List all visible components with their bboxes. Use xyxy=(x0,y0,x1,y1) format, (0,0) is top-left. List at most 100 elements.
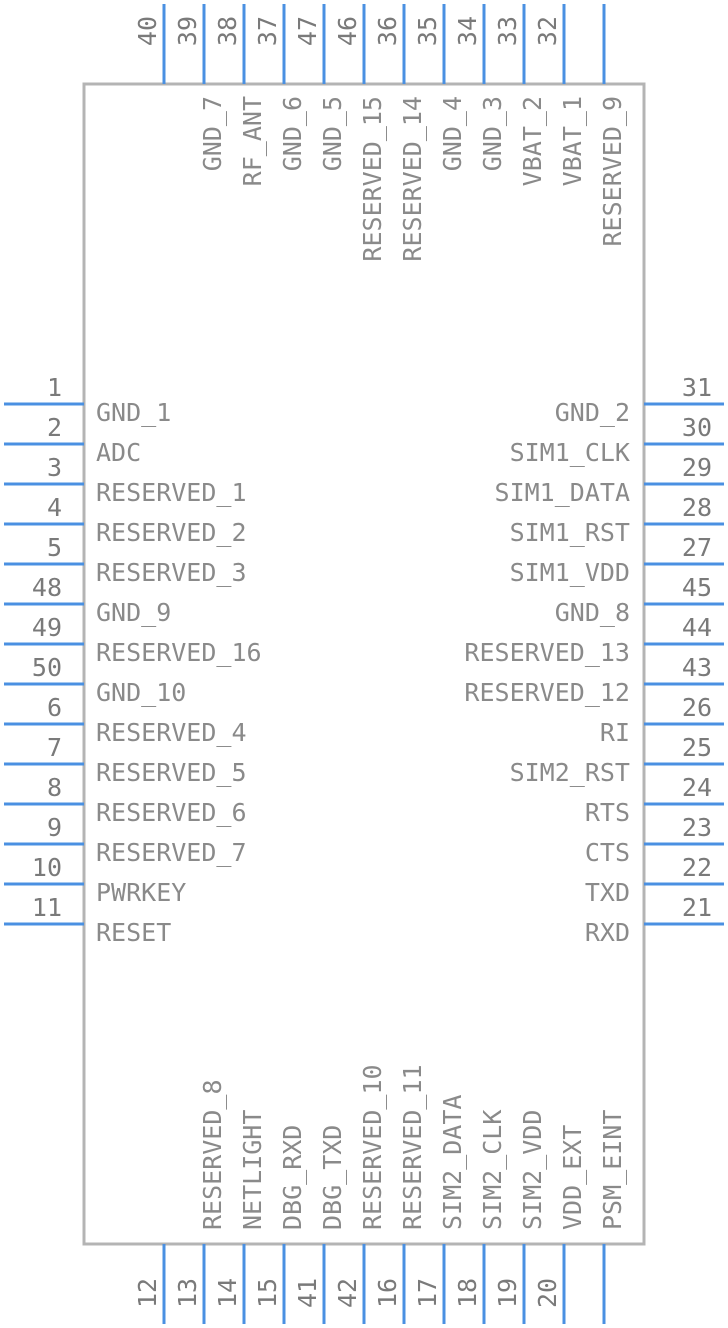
pin-number-22: 22 xyxy=(682,853,712,882)
pin-number-3: 3 xyxy=(47,453,62,482)
pin-label-reserved-3: RESERVED_3 xyxy=(96,558,247,587)
pin-label-sim1-rst: SIM1_RST xyxy=(510,518,630,547)
pin-number-5: 5 xyxy=(47,533,62,562)
pin-label-reserved-14: RESERVED_14 xyxy=(398,96,427,262)
pin-label-reserved-15: RESERVED_15 xyxy=(358,96,387,262)
pin-number-17: 17 xyxy=(413,1278,442,1308)
pin-label-reserved-6: RESERVED_6 xyxy=(96,798,247,827)
pin-label-dbg-txd: DBG_TXD xyxy=(318,1125,347,1230)
pin-number-41: 41 xyxy=(293,1278,322,1308)
pin-label-gnd-6: GND_6 xyxy=(278,96,307,171)
bottom-pins: 12 13 RESERVED_8 14 NETLIGHT 15 DBG_RXD 41 DBG_T… xyxy=(133,1064,627,1324)
pin-label-gnd-7: GND_7 xyxy=(198,96,227,171)
pin-number-16: 16 xyxy=(373,1278,402,1308)
pin-number-20: 20 xyxy=(533,1278,562,1308)
pin-label-reserved-4: RESERVED_4 xyxy=(96,718,247,747)
pin-number-24: 24 xyxy=(682,773,712,802)
pin-label-cts: CTS xyxy=(585,838,630,867)
pin-label-vbat-1: VBAT_1 xyxy=(558,96,587,186)
pin-number-23: 23 xyxy=(682,813,712,842)
pin-number-44: 44 xyxy=(682,613,712,642)
pin-number-13: 13 xyxy=(173,1278,202,1308)
pin-label-sim1-vdd: SIM1_VDD xyxy=(510,558,630,587)
pin-number-27: 27 xyxy=(682,533,712,562)
pin-number-19: 19 xyxy=(493,1278,522,1308)
pin-label-vdd-ext: VDD_EXT xyxy=(558,1125,587,1230)
pin-label-gnd-1: GND_1 xyxy=(96,398,171,427)
pin-number-6: 6 xyxy=(47,693,62,722)
pin-label-reserved-2: RESERVED_2 xyxy=(96,518,247,547)
pin-label-psm-eint: PSM_EINT xyxy=(598,1110,627,1230)
pin-label-reserved-8: RESERVED_8 xyxy=(198,1079,227,1230)
pin-label-reserved-11: RESERVED_11 xyxy=(398,1064,427,1230)
pin-label-gnd-4: GND_4 xyxy=(438,96,467,171)
pin-number-48: 48 xyxy=(32,573,62,602)
pin-label-reset: RESET xyxy=(96,918,171,947)
pin-number-14: 14 xyxy=(213,1278,242,1308)
pin-number-31: 31 xyxy=(682,373,712,402)
pin-number-2: 2 xyxy=(47,413,62,442)
pin-label-reserved-7: RESERVED_7 xyxy=(96,838,247,867)
pin-number-15: 15 xyxy=(253,1278,282,1308)
pin-number-7: 7 xyxy=(47,733,62,762)
pin-number-25: 25 xyxy=(682,733,712,762)
pin-label-gnd-5: GND_5 xyxy=(318,96,347,171)
pin-number-38: 38 xyxy=(213,16,242,46)
pin-number-50: 50 xyxy=(32,653,62,682)
pin-number-45: 45 xyxy=(682,573,712,602)
pin-number-21: 21 xyxy=(682,893,712,922)
pin-label-reserved-13: RESERVED_13 xyxy=(464,638,630,667)
pin-label-reserved-9: RESERVED_9 xyxy=(598,96,627,247)
pin-label-sim2-vdd: SIM2_VDD xyxy=(518,1110,547,1230)
pin-label-sim1-clk: SIM1_CLK xyxy=(510,438,630,467)
pin-number-9: 9 xyxy=(47,813,62,842)
pin-number-28: 28 xyxy=(682,493,712,522)
pin-number-35: 35 xyxy=(413,16,442,46)
pin-label-sim1-data: SIM1_DATA xyxy=(495,478,630,507)
pin-label-adc: ADC xyxy=(96,438,141,467)
pin-number-34: 34 xyxy=(453,16,482,46)
pin-number-29: 29 xyxy=(682,453,712,482)
pin-number-32: 32 xyxy=(533,16,562,46)
pin-label-gnd-10: GND_10 xyxy=(96,678,186,707)
pin-label-sim2-rst: SIM2_RST xyxy=(510,758,630,787)
pin-number-11: 11 xyxy=(32,893,62,922)
pin-number-1: 1 xyxy=(47,373,62,402)
pin-label-reserved-10: RESERVED_10 xyxy=(358,1064,387,1230)
pin-label-rts: RTS xyxy=(585,798,630,827)
pin-label-ri: RI xyxy=(600,718,630,747)
pin-number-46: 46 xyxy=(333,16,362,46)
pin-number-43: 43 xyxy=(682,653,712,682)
pin-label-pwrkey: PWRKEY xyxy=(96,878,186,907)
pin-number-30: 30 xyxy=(682,413,712,442)
pin-number-26: 26 xyxy=(682,693,712,722)
pin-number-49: 49 xyxy=(32,613,62,642)
pin-number-36: 36 xyxy=(373,16,402,46)
pin-label-reserved-5: RESERVED_5 xyxy=(96,758,247,787)
pin-number-40: 40 xyxy=(133,16,162,46)
pin-label-sim2-clk: SIM2_CLK xyxy=(478,1110,507,1230)
pin-number-8: 8 xyxy=(47,773,62,802)
pin-number-33: 33 xyxy=(493,16,522,46)
pin-label-dbg-rxd: DBG_RXD xyxy=(278,1125,307,1230)
pin-label-gnd-3: GND_3 xyxy=(478,96,507,171)
pin-label-reserved-1: RESERVED_1 xyxy=(96,478,247,507)
pin-label-netlight: NETLIGHT xyxy=(238,1110,267,1230)
pin-label-reserved-12: RESERVED_12 xyxy=(464,678,630,707)
pin-label-gnd-9: GND_9 xyxy=(96,598,171,627)
pin-number-18: 18 xyxy=(453,1278,482,1308)
pin-label-reserved-16: RESERVED_16 xyxy=(96,638,262,667)
pin-number-39: 39 xyxy=(173,16,202,46)
ic-body xyxy=(82,82,646,1246)
pin-label-vbat-2: VBAT_2 xyxy=(518,96,547,186)
pin-label-txd: TXD xyxy=(585,878,630,907)
pin-number-12: 12 xyxy=(133,1278,162,1308)
pin-label-sim2-data: SIM2_DATA xyxy=(438,1095,467,1230)
pin-label-gnd-2: GND_2 xyxy=(555,398,630,427)
pin-number-4: 4 xyxy=(47,493,62,522)
pin-number-42: 42 xyxy=(333,1278,362,1308)
